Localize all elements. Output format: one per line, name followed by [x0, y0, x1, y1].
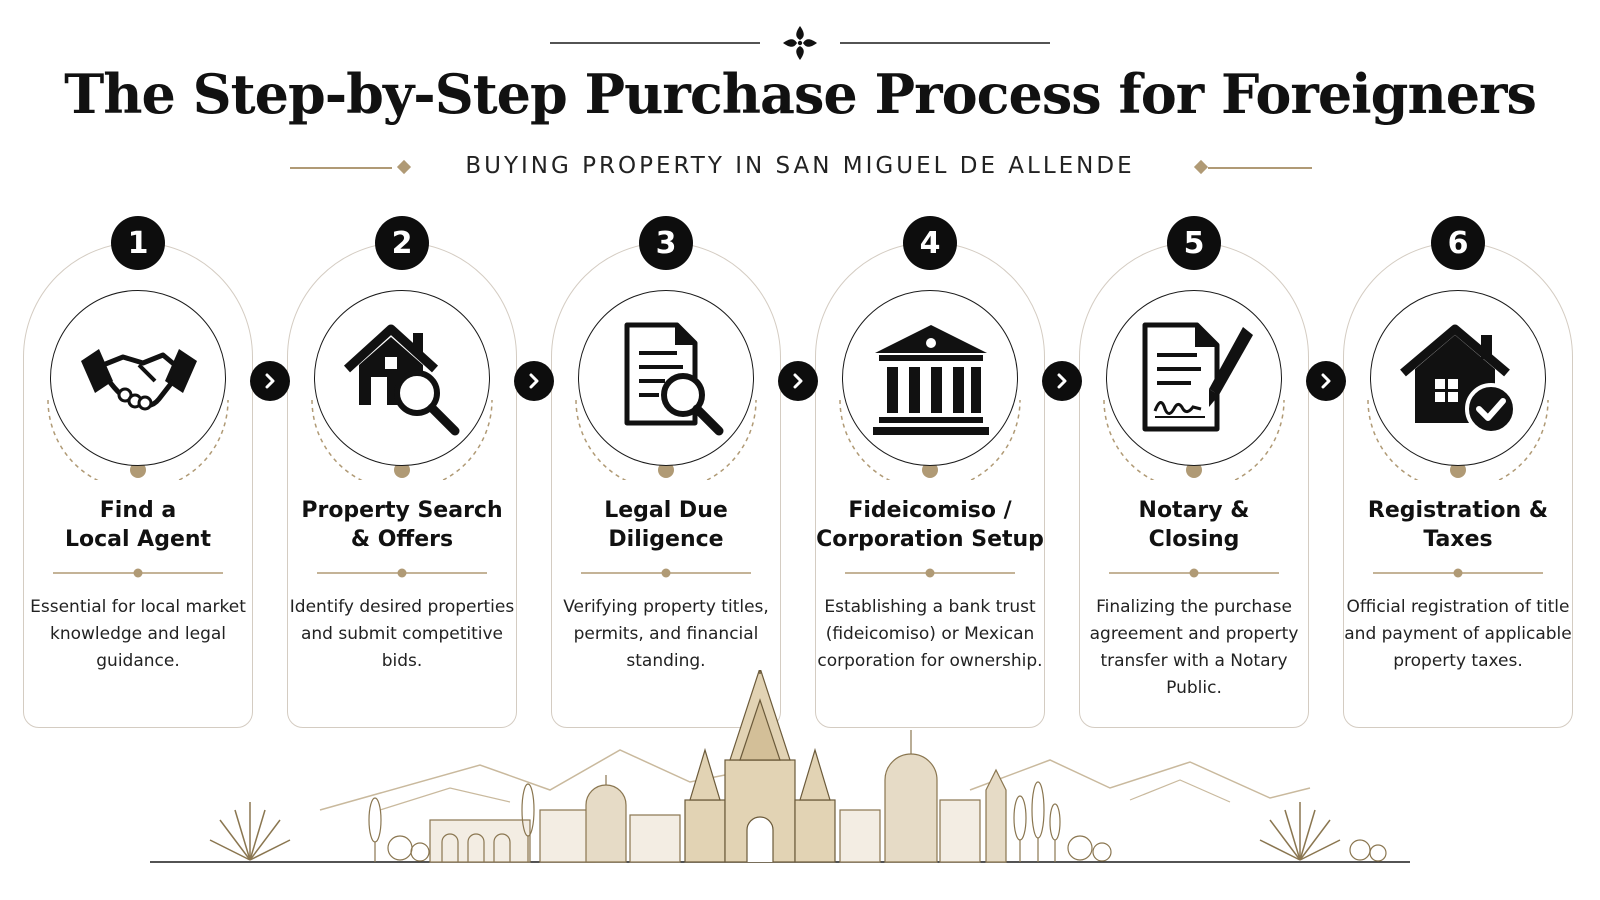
city-skyline-illustration — [150, 670, 1410, 863]
step-connector-arrow — [778, 361, 818, 401]
step-divider — [317, 568, 487, 578]
step-number-2: 2 — [375, 216, 429, 270]
bank-icon — [873, 325, 989, 435]
step-description-3: Verifying property titles, permits, and … — [563, 597, 769, 671]
chevron-right-icon — [529, 373, 539, 389]
chevron-right-icon — [1057, 373, 1067, 389]
subtitle-row: BUYING PROPERTY IN SAN MIGUEL DE ALLENDE — [0, 150, 1600, 186]
step-icon-circle-4 — [842, 290, 1018, 466]
step-connector-arrow — [514, 361, 554, 401]
chevron-right-icon — [265, 373, 275, 389]
step-icon-circle-3 — [578, 290, 754, 466]
step-title-1: Find a Local Agent — [64, 498, 212, 552]
step-description-4: Establishing a bank trust (fideicomiso) … — [817, 597, 1043, 671]
step-description-2: Identify desired properties and submit c… — [289, 597, 515, 671]
signed-document-icon — [1142, 322, 1253, 432]
step-icon-circle-6 — [1370, 290, 1546, 466]
step-number-4: 4 — [903, 216, 957, 270]
step-divider — [53, 568, 223, 578]
chevron-right-icon — [1321, 373, 1331, 389]
step-title-4: Fideicomiso / Corporation Setup — [816, 498, 1044, 552]
step-icon-circle-1 — [50, 290, 226, 466]
step-number-1: 1 — [111, 216, 165, 270]
step-divider — [845, 568, 1015, 578]
step-connector-arrow — [1042, 361, 1082, 401]
step-title-6: Registration & Taxes — [1367, 498, 1549, 552]
step-title-2: Property Search & Offers — [301, 498, 503, 552]
step-description-1: Essential for local market knowledge and… — [30, 597, 246, 671]
step-divider — [1109, 568, 1279, 578]
house-check-icon — [1400, 324, 1517, 435]
step-divider — [581, 568, 751, 578]
step-title-3: Legal Due Diligence — [604, 498, 728, 552]
step-icon-circle-5 — [1106, 290, 1282, 466]
subtitle-ornament — [290, 159, 1312, 175]
chevron-right-icon — [793, 373, 803, 389]
title-ornament — [550, 26, 1050, 60]
step-number-3: 3 — [639, 216, 693, 270]
step-description-6: Official registration of title and payme… — [1344, 597, 1572, 671]
subtitle: BUYING PROPERTY IN SAN MIGUEL DE ALLENDE — [465, 153, 1135, 179]
step-description-5: Finalizing the purchase agreement and pr… — [1089, 597, 1299, 698]
step-icon-circle-2 — [314, 290, 490, 466]
page-title: The Step-by-Step Purchase Process for Fo… — [64, 62, 1537, 126]
step-connector-arrow — [1306, 361, 1346, 401]
document-search-icon — [624, 322, 724, 436]
step-connector-arrow — [250, 361, 290, 401]
step-number-6: 6 — [1431, 216, 1485, 270]
house-search-icon — [343, 324, 460, 436]
step-divider — [1373, 568, 1543, 578]
handshake-icon — [81, 349, 197, 411]
step-number-5: 5 — [1167, 216, 1221, 270]
step-title-5: Notary & Closing — [1138, 498, 1250, 552]
